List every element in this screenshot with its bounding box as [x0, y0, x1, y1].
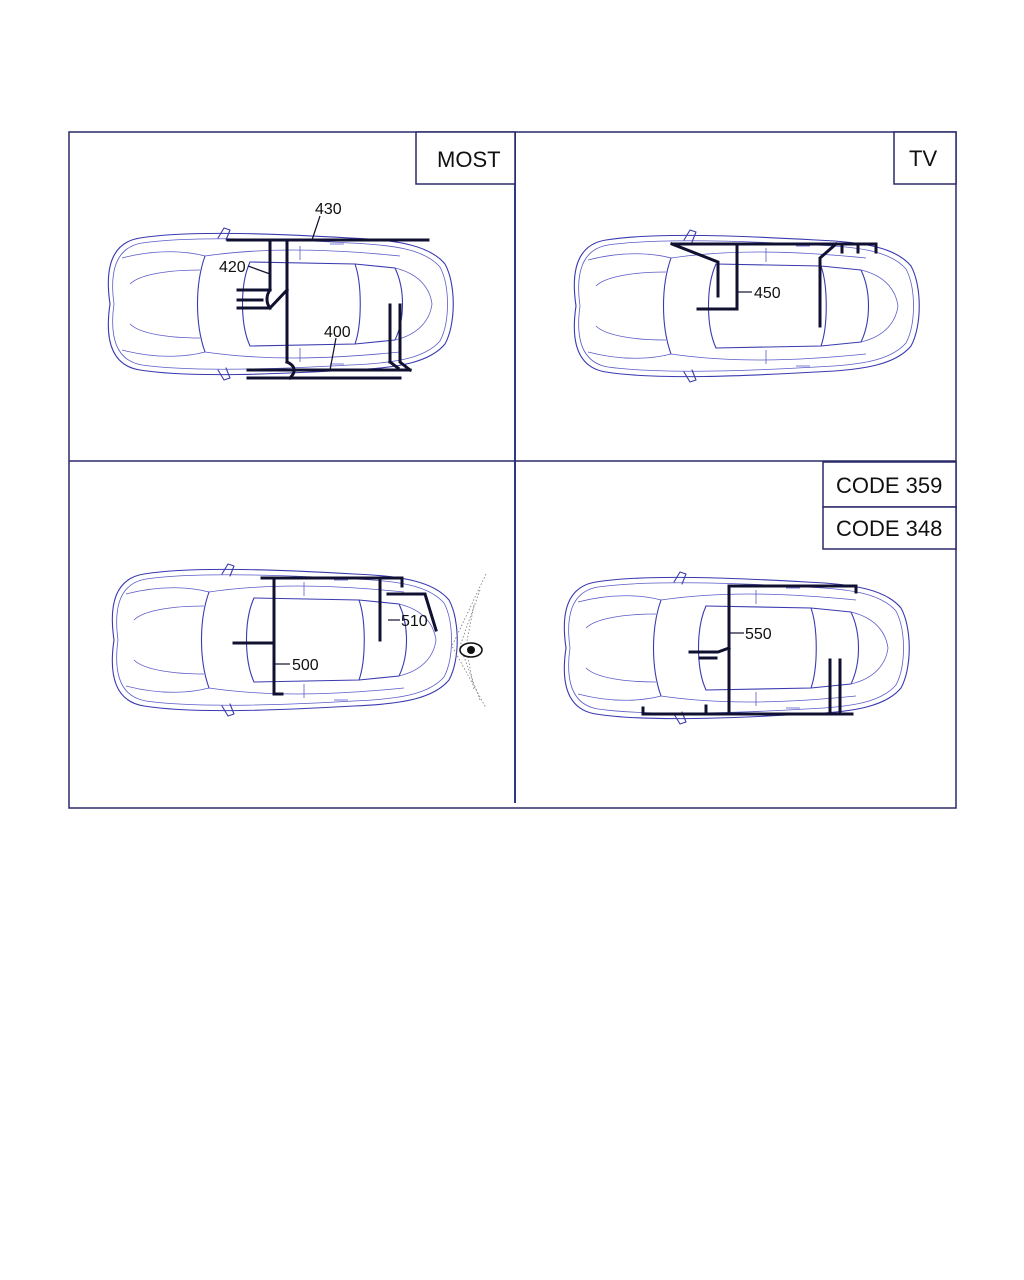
tag-box-most [415, 131, 516, 185]
tag-code-348: CODE 348 [836, 516, 942, 541]
label-500: 500 [292, 657, 319, 674]
eye-icon [459, 642, 483, 658]
label-450: 450 [754, 285, 781, 302]
leader-400 [329, 337, 337, 371]
harness-450 [670, 241, 878, 328]
harness-430 [226, 238, 430, 364]
tag-box-code-359 [822, 461, 957, 508]
car-top-view-most [107, 227, 454, 381]
car-top-view-550 [563, 571, 910, 725]
harness-500 [232, 576, 404, 696]
label-550: 550 [745, 626, 772, 643]
tag-box-code-348 [822, 506, 957, 550]
harness-550 [641, 584, 858, 716]
harness-420 [236, 287, 290, 311]
tag-most: MOST [437, 147, 501, 172]
leader-430 [311, 215, 321, 241]
harness-400 [246, 303, 413, 381]
car-top-view-tv [573, 229, 920, 383]
tag-code-359: CODE 359 [836, 473, 942, 498]
car-top-view-500 [111, 563, 458, 717]
label-420: 420 [219, 259, 246, 276]
label-400: 400 [324, 324, 351, 341]
panel-550: CODE 359 CODE 348 550 [563, 461, 957, 725]
panel-tv: TV 450 [573, 131, 957, 383]
tag-tv: TV [909, 146, 937, 171]
leader-420 [247, 265, 271, 275]
panel-500: 500 510 [111, 563, 487, 717]
tag-box-tv [893, 131, 957, 185]
label-430: 430 [315, 201, 342, 218]
view-cone [451, 573, 487, 709]
harness-510 [378, 576, 438, 642]
panel-most: MOST 430 420 400 [107, 131, 516, 381]
label-510: 510 [401, 613, 428, 630]
